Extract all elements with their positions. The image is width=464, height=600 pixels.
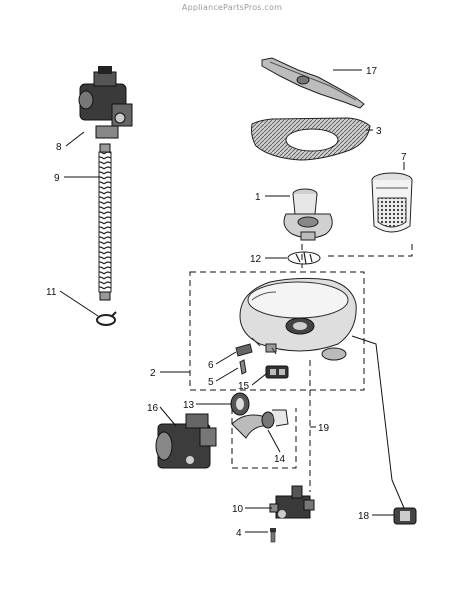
callout-9: 9 [54,173,60,184]
hose-clamp [96,311,117,326]
callout-18: 18 [358,511,370,522]
pump-elbow-hose [231,409,289,439]
callout-14: 14 [274,454,286,465]
callout-7: 7 [401,152,407,163]
callout-3: 3 [376,126,382,137]
spray-manifold [283,188,333,241]
callout-15: 15 [238,381,250,392]
sump-seal [239,359,247,375]
turbidity-sensor [393,507,417,525]
callout-19: 19 [318,423,330,434]
water-inlet-valve [269,485,315,519]
filter-cup [371,172,413,233]
valve-screw [270,528,276,543]
callout-17: 17 [366,66,378,77]
callout-11: 11 [46,287,57,298]
sump-assembly [239,277,357,361]
pump-seal-ring [230,392,250,416]
filter-screen [251,117,371,161]
manifold-gasket [287,251,321,265]
callout-12: 12 [250,254,262,265]
circulation-motor [78,66,133,139]
drain-pump [155,413,217,469]
callout-10: 10 [232,504,244,515]
callout-labels: 17 3 7 1 12 8 9 11 2 6 5 15 13 16 14 19 … [46,66,407,539]
callout-4: 4 [236,528,242,539]
callout-8: 8 [56,142,62,153]
callout-5: 5 [208,377,214,388]
callout-1: 1 [255,192,261,203]
drain-hose [98,143,112,301]
callout-2: 2 [150,368,156,379]
sump-connector [265,365,289,379]
callout-6: 6 [208,360,214,371]
watermark: AppliancePartsPros.com [181,3,283,12]
upper-spray-arm [261,57,365,109]
sump-clip [235,343,253,357]
callout-13: 13 [183,400,195,411]
leader-lines [59,69,405,533]
callout-16: 16 [147,403,159,414]
dashed-group-outlines [189,244,413,509]
